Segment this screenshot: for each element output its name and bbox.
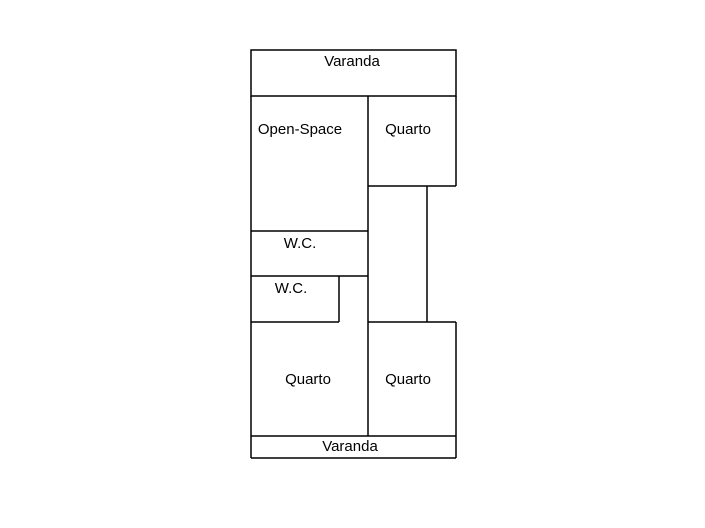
room-labels: Varanda Open-Space Quarto W.C. W.C. Quar… (258, 53, 431, 455)
label-quarto-bottom-left: Quarto (285, 371, 331, 388)
label-quarto-bottom-right: Quarto (385, 371, 431, 388)
wall-varanda-top (250, 49, 457, 97)
label-open-space: Open-Space (258, 121, 342, 138)
label-wc-2: W.C. (275, 280, 308, 297)
label-quarto-top-right: Quarto (385, 121, 431, 138)
label-varanda-top: Varanda (324, 53, 380, 70)
walls (250, 49, 457, 459)
label-wc-1: W.C. (284, 235, 317, 252)
label-varanda-bottom: Varanda (322, 438, 378, 455)
